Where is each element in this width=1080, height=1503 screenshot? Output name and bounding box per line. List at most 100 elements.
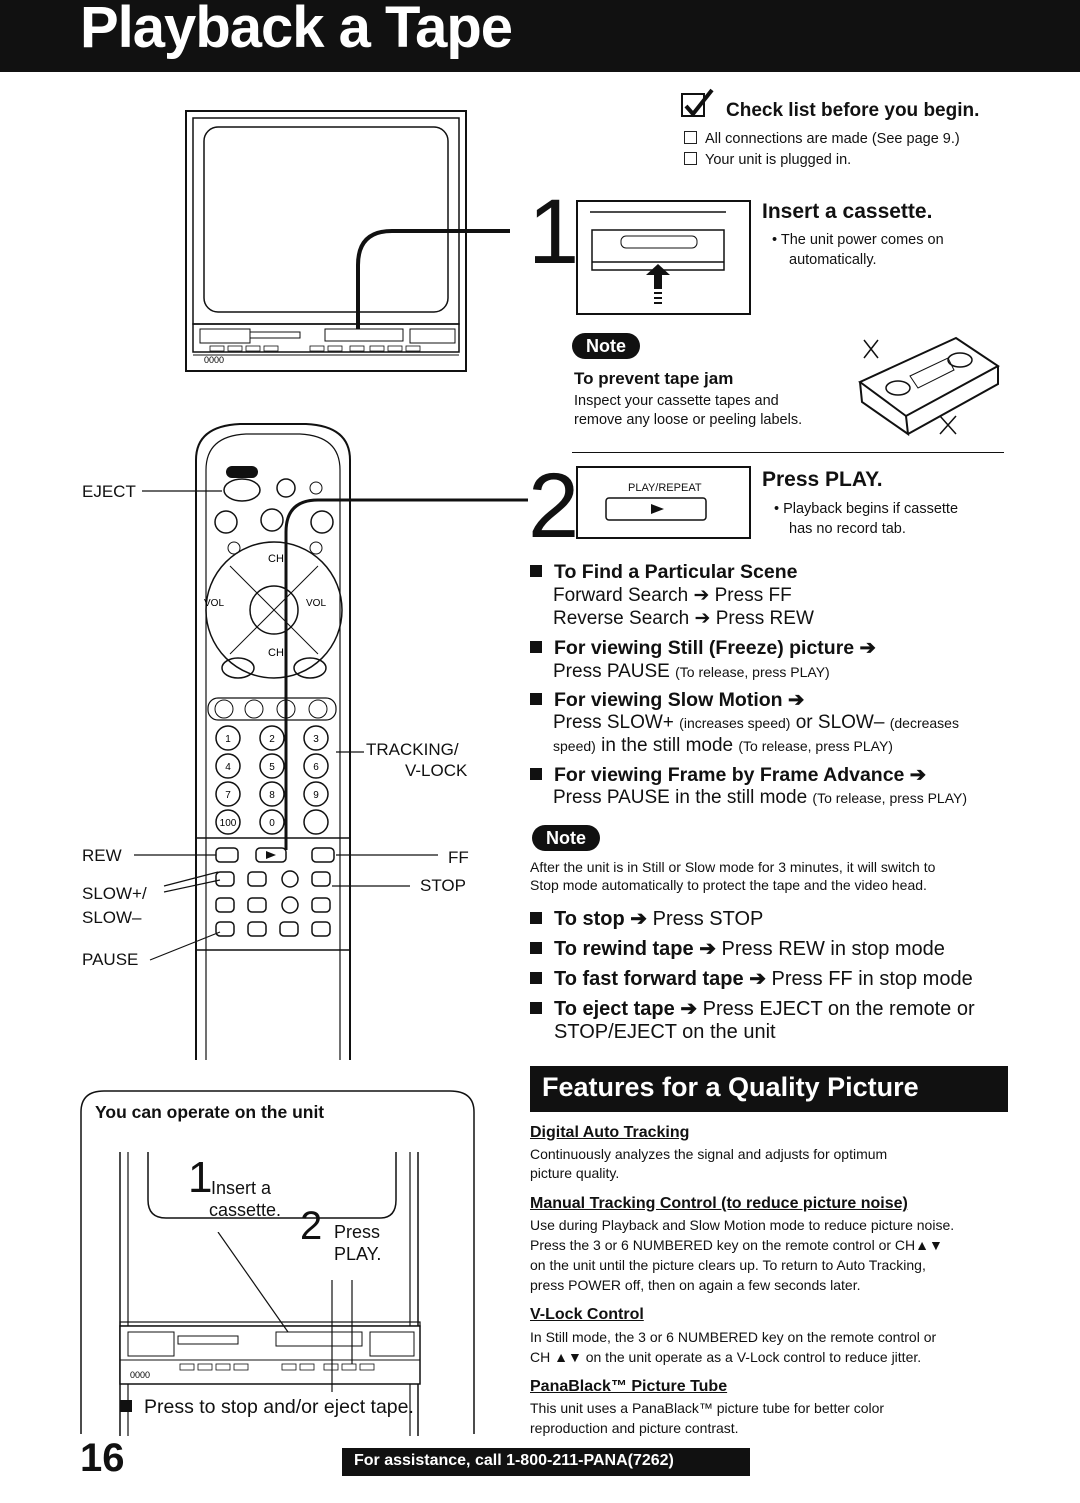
- svg-text:2: 2: [269, 734, 275, 745]
- frame-heading: For viewing Frame by Frame Advance ➔: [530, 763, 926, 787]
- step-2-bullet: • Playback begins if cassette: [774, 501, 959, 517]
- feature-text: reproduction and picture contrast.: [530, 1420, 739, 1436]
- unit-step-1-text: cassette.: [209, 1200, 282, 1220]
- tracking-label: TRACKING/: [366, 740, 459, 759]
- feature-heading: Manual Tracking Control (to reduce pictu…: [530, 1195, 908, 1212]
- feature-heading: PanaBlack™ Picture Tube: [530, 1378, 728, 1395]
- note-text: Stop mode automatically to protect the t…: [530, 877, 927, 893]
- still-line: Press PAUSE (To release, press PLAY): [553, 661, 830, 682]
- page-title: Playback a Tape: [80, 0, 513, 60]
- checklist-item: Your unit is plugged in.: [684, 151, 851, 170]
- step-2-number: 2: [528, 455, 580, 557]
- note-title: To prevent tape jam: [574, 369, 734, 388]
- note-badge: Note: [572, 333, 640, 359]
- still-heading: For viewing Still (Freeze) picture ➔: [530, 636, 876, 660]
- scene-line: Forward Search ➔ Press FF: [553, 585, 792, 606]
- frame-line: Press PAUSE in the still mode (To releas…: [553, 787, 968, 808]
- feature-text: Press the 3 or 6 NUMBERED key on the rem…: [530, 1237, 943, 1253]
- svg-text:VOL: VOL: [204, 598, 224, 609]
- cassette-insert-illustration: [576, 200, 751, 315]
- unit-step-2-number: 2: [300, 1204, 323, 1248]
- stop-label: STOP: [420, 876, 466, 895]
- note-badge: Note: [532, 825, 600, 851]
- feature-text: Use during Playback and Slow Motion mode…: [530, 1217, 955, 1233]
- step-1-bullet: • The unit power comes on: [772, 232, 944, 248]
- slow-minus-label: SLOW–: [82, 908, 142, 927]
- bullet-icon: [120, 1400, 132, 1412]
- tv-illustration: 0000: [185, 110, 510, 372]
- assistance-banner: For assistance, call 1-800-211-PANA(7262…: [342, 1448, 750, 1476]
- feature-text: This unit uses a PanaBlack™ picture tube…: [530, 1400, 885, 1416]
- step-1-bullet-cont: automatically.: [789, 252, 877, 268]
- unit-box-title: You can operate on the unit: [95, 1102, 325, 1122]
- bullet-icon: [530, 693, 542, 705]
- features-title: Features for a Quality Picture: [542, 1072, 919, 1102]
- svg-text:0000: 0000: [204, 355, 224, 365]
- feature-text: CH ▲▼ on the unit operate as a V-Lock co…: [530, 1349, 922, 1365]
- tape-jam-illustration: [858, 336, 1000, 437]
- bullet-icon: [530, 972, 542, 984]
- slow-line: speed) in the still mode (To release, pr…: [553, 735, 893, 756]
- unit-operation-frame: [80, 1090, 475, 1436]
- vlock-label: V-LOCK: [405, 761, 468, 780]
- svg-text:VOL: VOL: [306, 598, 326, 609]
- op-rewind: To rewind tape ➔ Press REW in stop mode: [530, 936, 945, 961]
- note-text: After the unit is in Still or Slow mode …: [530, 859, 936, 875]
- bullet-icon: [530, 641, 542, 653]
- bullet-icon: [530, 912, 542, 924]
- op-stop: To stop ➔ Press STOP: [530, 906, 763, 931]
- feature-text: on the unit until the picture clears up.…: [530, 1257, 926, 1273]
- feature-text: press POWER off, then on again a few sec…: [530, 1277, 861, 1293]
- step-1-number: 1: [528, 181, 580, 283]
- scene-heading: To Find a Particular Scene: [530, 561, 797, 584]
- checkbox-icon: [684, 152, 697, 165]
- svg-text:3: 3: [313, 734, 319, 745]
- assistance-text: For assistance, call 1-800-211-PANA(7262…: [354, 1452, 674, 1469]
- svg-text:0000: 0000: [130, 1370, 150, 1380]
- unit-box-footer: Press to stop and/or eject tape.: [120, 1396, 414, 1419]
- checkbox-icon: [684, 131, 697, 144]
- step-2-title: Press PLAY.: [762, 468, 883, 491]
- feature-heading: Digital Auto Tracking: [530, 1124, 690, 1141]
- ff-label: FF: [448, 848, 469, 867]
- unit-step-1-number: 1: [188, 1153, 213, 1202]
- page-number: 16: [80, 1436, 125, 1480]
- svg-text:CH: CH: [268, 553, 284, 565]
- bullet-icon: [530, 565, 542, 577]
- play-button-illustration: [576, 466, 751, 539]
- svg-text:100: 100: [220, 818, 237, 829]
- bullet-icon: [530, 1002, 542, 1014]
- op-eject-cont: STOP/EJECT on the unit: [554, 1021, 776, 1043]
- slow-heading: For viewing Slow Motion ➔: [530, 688, 804, 712]
- page-header-bar: Playback a Tape: [0, 0, 1080, 72]
- unit-step-1-text: Insert a: [211, 1178, 272, 1198]
- op-eject: To eject tape ➔ Press EJECT on the remot…: [530, 996, 975, 1021]
- svg-text:7: 7: [225, 790, 231, 801]
- svg-text:0: 0: [269, 818, 275, 829]
- divider: [572, 452, 1004, 453]
- checklist-title: Check list before you begin.: [726, 100, 980, 121]
- svg-text:8: 8: [269, 790, 275, 801]
- svg-text:CH: CH: [268, 647, 284, 659]
- unit-front-panel-illustration: 0000: [119, 1232, 421, 1392]
- svg-text:6: 6: [313, 762, 319, 773]
- feature-text: In Still mode, the 3 or 6 NUMBERED key o…: [530, 1329, 937, 1345]
- eject-label: EJECT: [82, 482, 136, 501]
- step-1-title: Insert a cassette.: [762, 200, 933, 223]
- features-header: Features for a Quality Picture: [530, 1066, 1008, 1112]
- checkmark-icon: [681, 88, 714, 118]
- note-text: Inspect your cassette tapes and: [574, 393, 779, 409]
- bullet-icon: [530, 768, 542, 780]
- bullet-icon: [530, 942, 542, 954]
- op-fast-forward: To fast forward tape ➔ Press FF in stop …: [530, 966, 973, 991]
- feature-text: Continuously analyzes the signal and adj…: [530, 1146, 888, 1162]
- slow-plus-label: SLOW+/: [82, 884, 147, 903]
- slow-line: Press SLOW+ (increases speed) or SLOW– (…: [553, 712, 959, 733]
- scene-line: Reverse Search ➔ Press REW: [553, 608, 814, 629]
- unit-step-2-text: Press: [334, 1222, 381, 1242]
- pause-label: PAUSE: [82, 950, 139, 969]
- checklist-item: All connections are made (See page 9.): [684, 130, 960, 149]
- rew-label: REW: [82, 846, 122, 865]
- svg-text:9: 9: [313, 790, 319, 801]
